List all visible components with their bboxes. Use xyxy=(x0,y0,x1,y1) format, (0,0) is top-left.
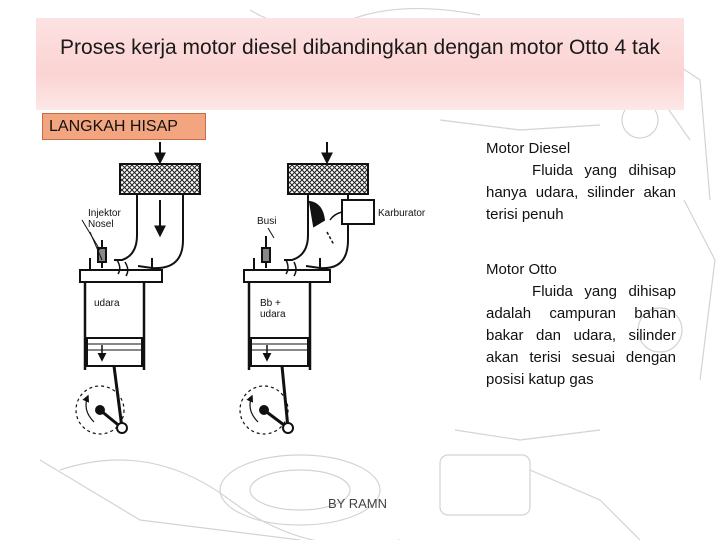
page-title: Proses kerja motor diesel dibandingkan d… xyxy=(59,36,660,59)
injector-label: Injektor xyxy=(88,208,121,219)
carburetor-body xyxy=(341,199,375,225)
mixture-label-line2: udara xyxy=(260,309,286,320)
diesel-text: Fluida yang dihisap hanya udara, silinde… xyxy=(486,160,676,226)
diesel-engine xyxy=(75,142,201,435)
diesel-description: Motor Diesel Fluida yang dihisap hanya u… xyxy=(486,138,676,226)
diesel-air-label: udara xyxy=(94,298,120,309)
mixture-label-line1: Bb + xyxy=(260,298,281,309)
otto-engine xyxy=(239,142,375,435)
spark-plug-label: Busi xyxy=(257,216,276,227)
title-band xyxy=(36,18,684,110)
otto-description: Motor Otto Fluida yang dihisap adalah ca… xyxy=(486,259,676,391)
diesel-text-content: Fluida yang dihisap hanya udara, silinde… xyxy=(486,162,676,223)
diesel-heading: Motor Diesel xyxy=(486,140,571,157)
otto-air-filter xyxy=(287,163,369,195)
author-credit: BY RAMN xyxy=(328,496,387,511)
diesel-piston xyxy=(86,337,143,367)
otto-piston xyxy=(250,337,309,367)
otto-text: Fluida yang dihisap adalah campuran baha… xyxy=(486,281,676,391)
nozzle-label: Nosel xyxy=(88,219,114,230)
otto-text-content: Fluida yang dihisap adalah campuran baha… xyxy=(486,283,676,388)
step-label: LANGKAH HISAP xyxy=(42,113,206,140)
otto-heading: Motor Otto xyxy=(486,261,557,278)
diesel-air-filter xyxy=(119,163,201,195)
intake-stroke-diagram: Injektor Nosel udara Busi Karburator Bb … xyxy=(42,140,442,453)
carburetor-label: Karburator xyxy=(378,208,426,219)
throttle-valve xyxy=(308,200,326,228)
